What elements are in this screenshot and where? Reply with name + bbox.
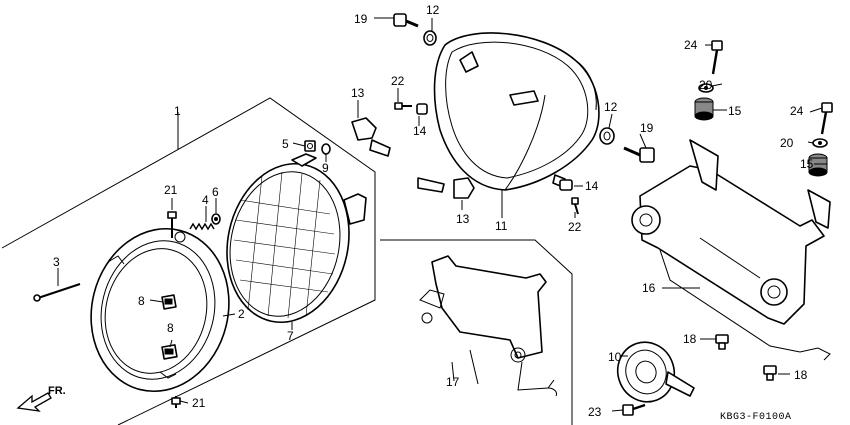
bolt-19-top [393,13,419,28]
screw-3 [33,283,81,302]
clip-8-lower [161,344,178,360]
callout-24-left: 24 [684,38,698,52]
callout-22-lower: 22 [568,220,582,234]
washer-20-left [698,83,714,93]
callout-5: 5 [282,137,289,151]
screw-22-upper [394,102,412,110]
collar-12-top [423,30,437,46]
grommet-9 [321,143,331,155]
headlight-rim [90,227,230,393]
headlight-assembly-outline [1,97,376,425]
callout-22-upper: 22 [391,74,405,88]
socket-13-upper [351,117,391,157]
cap-14-upper [416,103,428,115]
callout-15-right: 15 [800,157,814,171]
diagram-code: KBG3-F0100A [720,412,792,423]
callout-14-upper: 14 [413,124,427,138]
headlight-bracket-16 [631,139,831,361]
callout-21-lower: 21 [192,396,206,410]
callout-14-lower: 14 [585,179,599,193]
callout-labels: 1 2 3 4 5 6 7 8 8 9 10 11 12 12 13 13 14… [53,3,814,419]
callout-19-top: 19 [354,12,368,26]
callout-15-left: 15 [728,104,742,118]
screw-21-lower [171,396,181,408]
headlight-case [433,32,600,191]
screw-21-upper [167,211,177,238]
callout-6: 6 [212,185,219,199]
leader-lines [57,17,827,412]
callout-1: 1 [174,104,181,118]
rubber-15-left [694,97,714,121]
callout-16: 16 [642,281,656,295]
clip-8-upper [161,294,177,310]
callout-9: 9 [322,161,329,175]
nut-5 [304,140,316,152]
horn-10 [616,341,695,403]
callout-20-left: 20 [699,78,713,92]
washer-20-right [812,138,828,148]
collar-12-right [599,127,615,145]
screw-22-lower [571,197,579,215]
bolt-24-left [711,40,723,75]
callout-11: 11 [495,219,508,233]
callout-20-right: 20 [780,136,794,150]
callout-4: 4 [202,193,209,207]
front-direction-arrow: FR. [16,385,66,412]
headlight-unit [226,153,367,324]
bracket-subgroup-outline [380,239,573,425]
callout-10: 10 [608,350,622,364]
callout-19-right: 19 [640,121,654,135]
headlight-stay-17 [419,255,557,397]
direction-label: FR. [48,385,66,397]
bolt-23 [622,403,646,416]
rubber-15-right [808,153,828,177]
callout-23: 23 [588,405,602,419]
callout-24-right: 24 [790,104,804,118]
callout-17: 17 [446,375,460,389]
callout-13-lower: 13 [456,212,470,226]
callout-12-right: 12 [604,100,618,114]
callout-7: 7 [287,329,294,343]
arrow-icon [16,392,52,412]
spring-4 [189,222,215,231]
bolt-24-right [820,102,833,135]
bolt-19-right [623,146,655,163]
callout-8-upper: 8 [138,294,145,308]
callout-18-upper: 18 [683,332,697,346]
callout-13-upper: 13 [351,86,365,100]
callout-8-lower: 8 [167,321,174,335]
bolt-18-lower [763,365,777,381]
callout-2: 2 [238,307,245,321]
washer-6 [211,213,221,225]
bolt-18-upper [715,334,729,350]
cap-14-lower [559,179,573,191]
socket-13-lower [417,177,475,199]
callout-18-lower: 18 [794,368,808,382]
callout-12-top: 12 [426,3,440,17]
callout-3: 3 [53,255,60,269]
callout-21-upper: 21 [164,183,178,197]
